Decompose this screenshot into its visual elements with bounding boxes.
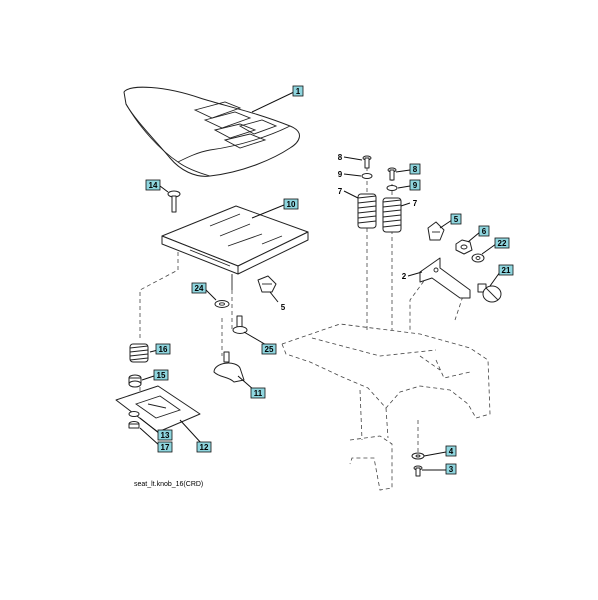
bushing-15 [128, 374, 142, 388]
callout-17: 17 [157, 441, 173, 453]
callout-15: 15 [153, 369, 169, 381]
callout-7-left: 7 [338, 187, 343, 196]
fender-chassis [281, 323, 491, 491]
bolt-14 [167, 190, 181, 213]
svg-text:2: 2 [402, 272, 407, 281]
callout-10: 10 [283, 198, 299, 210]
screw-8-left [362, 155, 372, 169]
svg-text:11: 11 [254, 389, 263, 398]
svg-text:7: 7 [413, 199, 418, 208]
adjuster-knob-right [427, 221, 445, 241]
callout-9-left: 9 [338, 170, 343, 179]
callout-5-right: 5 [450, 213, 462, 225]
knob-11 [213, 351, 245, 383]
callout-13: 13 [157, 429, 173, 441]
callout-8-left: 8 [338, 153, 343, 162]
svg-text:16: 16 [159, 345, 168, 354]
callout-4: 4 [445, 445, 457, 457]
svg-text:14: 14 [149, 181, 158, 190]
svg-text:9: 9 [338, 170, 343, 179]
callout-9-right: 9 [409, 179, 421, 191]
callout-22: 22 [494, 237, 510, 249]
svg-text:8: 8 [338, 153, 343, 162]
callout-1: 1 [292, 85, 304, 97]
svg-text:1: 1 [296, 87, 301, 96]
svg-text:15: 15 [157, 371, 166, 380]
callout-5: 5 [281, 303, 286, 312]
bolt-3 [413, 465, 423, 477]
callout-16: 16 [155, 343, 171, 355]
screw-8-right [387, 167, 397, 181]
callout-21: 21 [498, 264, 514, 276]
nut-6 [455, 239, 473, 255]
svg-text:24: 24 [195, 284, 204, 293]
callout-8-right: 8 [409, 163, 421, 175]
svg-text:17: 17 [161, 443, 170, 452]
spring-7-right [382, 197, 402, 233]
svg-text:12: 12 [200, 443, 209, 452]
nut-17 [128, 421, 140, 429]
washer-22 [471, 253, 485, 263]
svg-text:21: 21 [502, 266, 511, 275]
svg-text:13: 13 [161, 431, 170, 440]
adjuster-knob [257, 275, 277, 293]
callout-12: 12 [196, 441, 212, 453]
svg-text:7: 7 [338, 187, 343, 196]
svg-text:8: 8 [413, 165, 418, 174]
svg-text:10: 10 [287, 200, 296, 209]
svg-text:9: 9 [413, 181, 418, 190]
svg-text:5: 5 [281, 303, 286, 312]
svg-text:4: 4 [449, 447, 454, 456]
alignment-line [409, 269, 433, 330]
stud-25 [232, 315, 248, 334]
callout-14: 14 [145, 179, 161, 191]
callout-7-right: 7 [413, 199, 418, 208]
leader-lines [139, 91, 501, 471]
callout-3: 3 [445, 463, 457, 475]
seat-pan [161, 205, 309, 290]
callout-25: 25 [261, 343, 277, 355]
alignment-line [139, 252, 179, 340]
svg-text:6: 6 [482, 227, 487, 236]
svg-text:5: 5 [454, 215, 459, 224]
svg-text:3: 3 [449, 465, 454, 474]
washer-9-right [386, 185, 398, 191]
callout-2: 2 [402, 272, 407, 281]
washer-9-left [361, 173, 373, 179]
seat [123, 86, 300, 177]
spring-7-left [357, 193, 377, 229]
washer-13 [128, 411, 140, 417]
callout-24: 24 [191, 282, 207, 294]
svg-text:25: 25 [265, 345, 274, 354]
diagram-caption: seat_lt.knob_16(CRD) [134, 481, 203, 488]
alignment-line [454, 289, 466, 321]
knob-21 [477, 283, 502, 303]
washer-4 [411, 452, 425, 460]
svg-text:22: 22 [498, 239, 507, 248]
washer-24 [214, 300, 230, 308]
callout-11: 11 [250, 387, 266, 399]
spring-16 [129, 343, 149, 363]
callout-6: 6 [478, 225, 490, 237]
bracket-2 [419, 257, 471, 299]
